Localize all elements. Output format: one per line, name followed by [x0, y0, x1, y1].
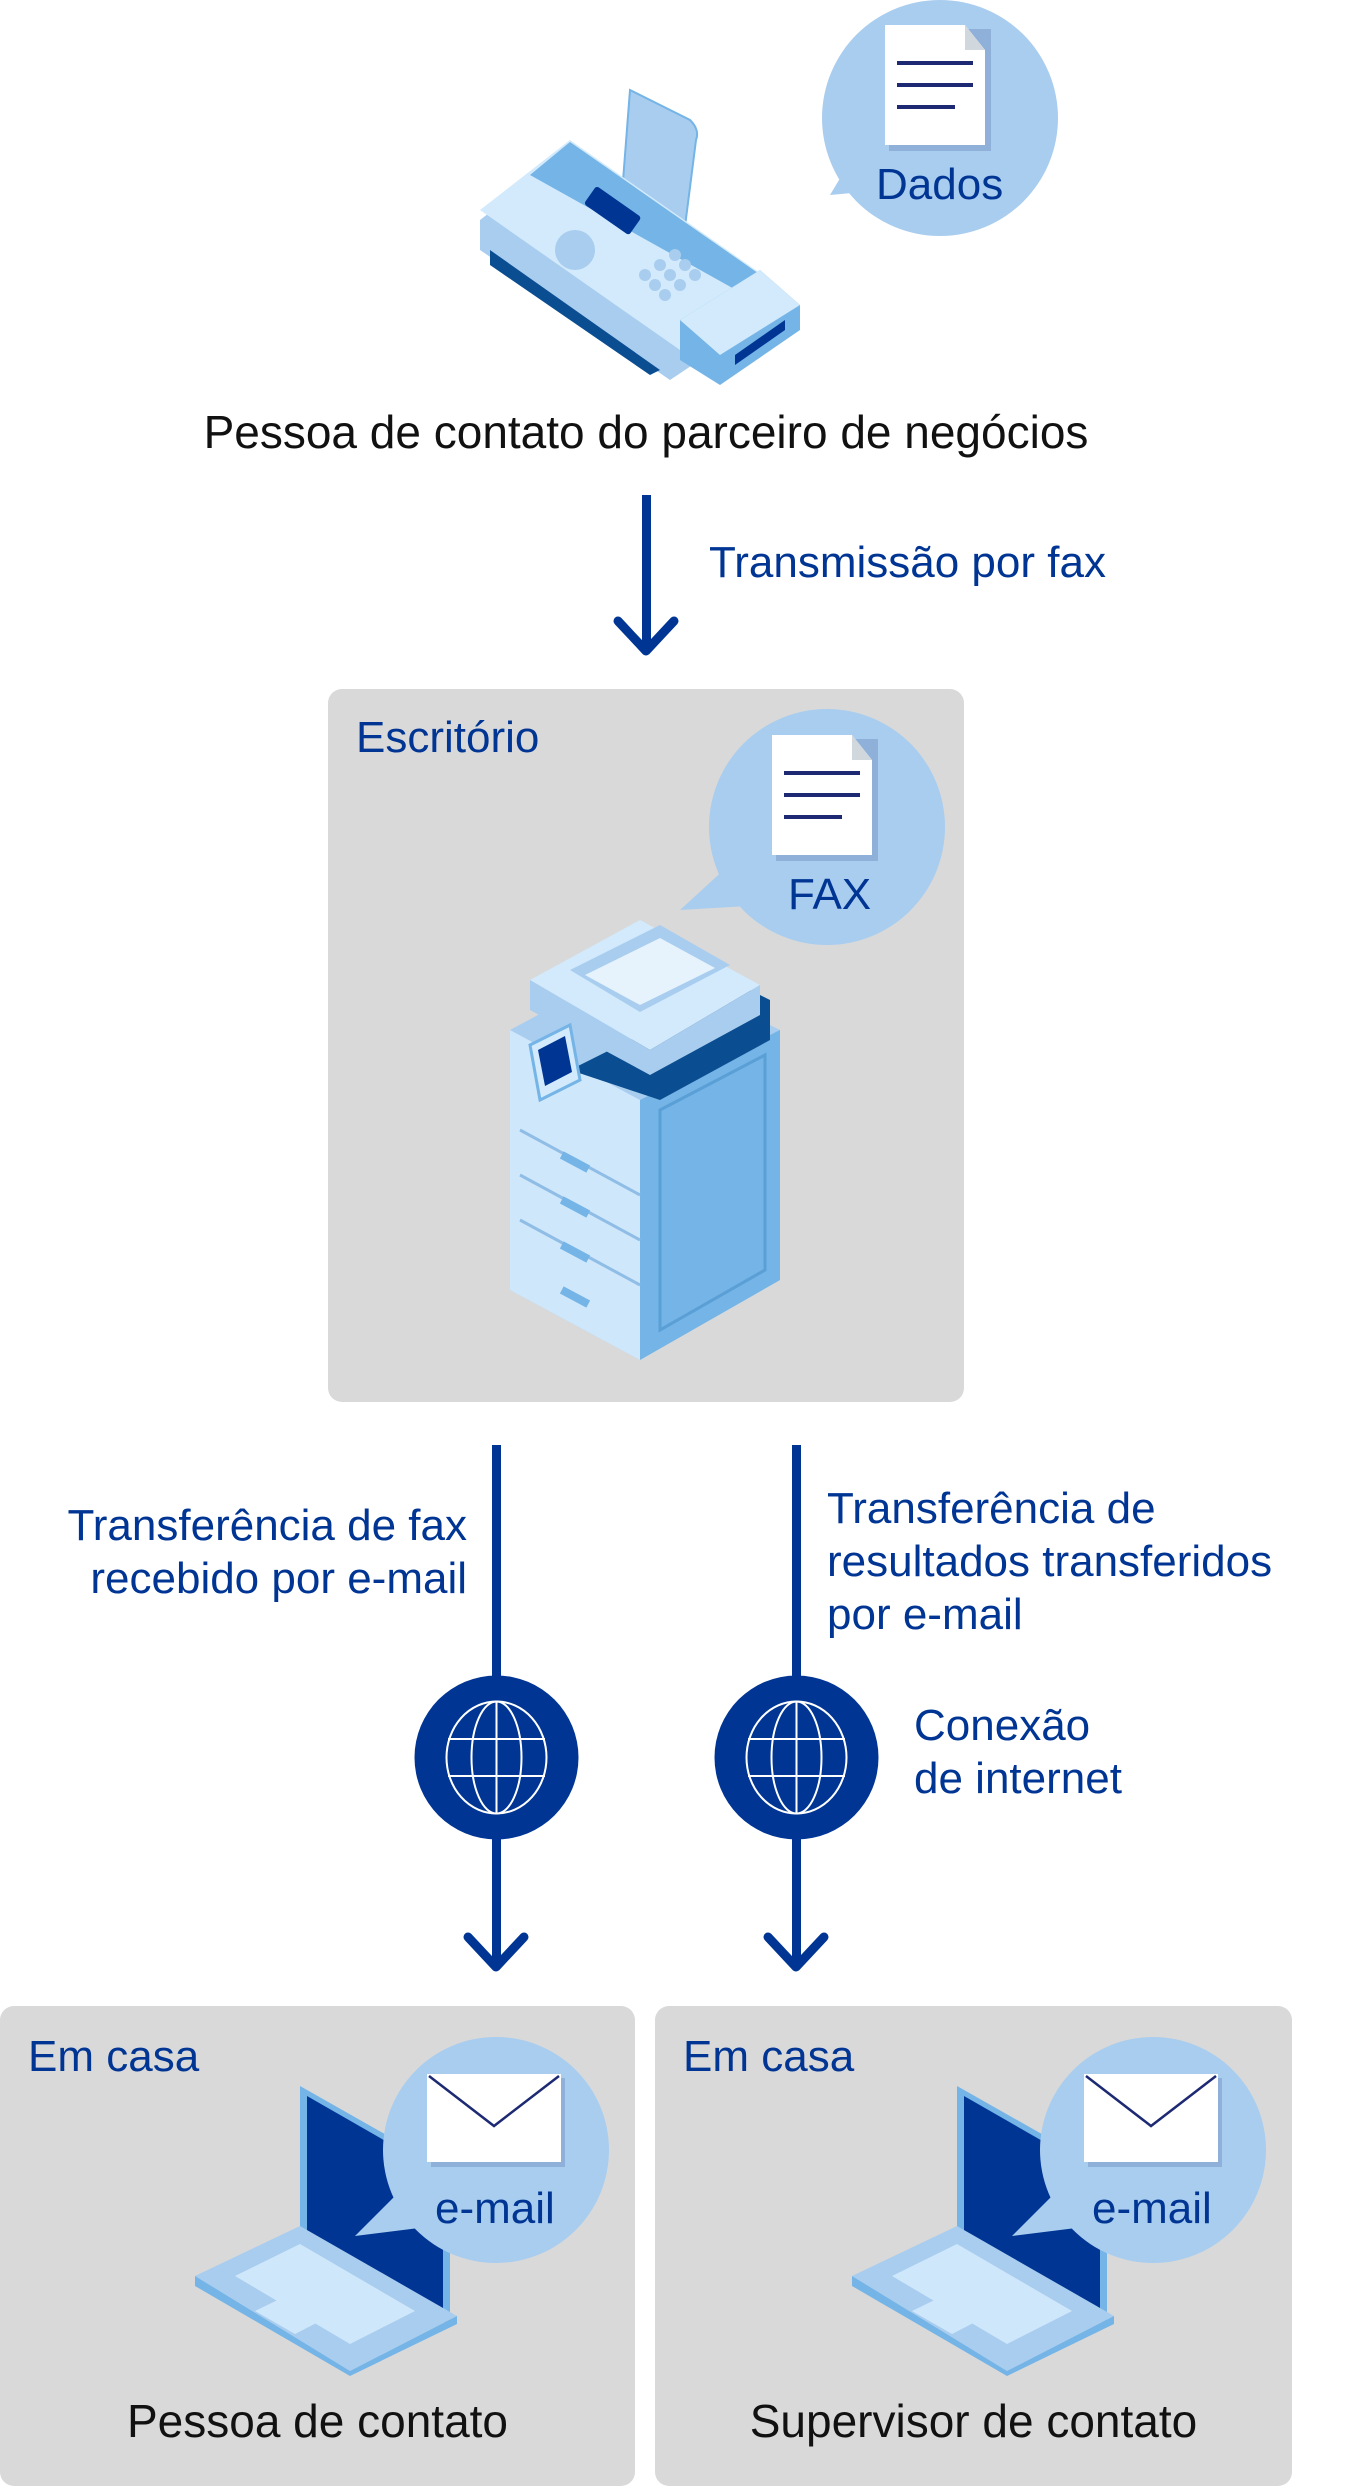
email-bubble-label: e-mail — [435, 2184, 555, 2233]
home-title: Em casa — [28, 2032, 200, 2081]
email-speech-bubble: e-mail — [1012, 2036, 1272, 2276]
document-icon — [885, 25, 991, 151]
document-icon — [772, 735, 878, 861]
globe-icon — [714, 1675, 879, 1840]
home-panel-contact: Em casa e-mail Pessoa de contato — [0, 2006, 635, 2486]
fax-bubble-label: FAX — [788, 870, 872, 919]
left-transfer-label: Transferência de fax recebido por e-mail — [68, 1500, 467, 1606]
data-bubble-label: Dados — [876, 160, 1004, 209]
label-line: Transferência de fax — [67, 1501, 467, 1550]
laptop-illustration — [195, 2086, 457, 2376]
fax-speech-bubble: FAX — [670, 705, 950, 950]
home-caption: Supervisor de contato — [749, 2395, 1198, 2447]
label-line: Transferência de — [827, 1484, 1156, 1533]
partner-caption: Pessoa de contato do parceiro de negócio… — [203, 406, 1089, 458]
globe-icon — [414, 1675, 579, 1840]
fax-machine-illustration — [480, 88, 800, 385]
label-line: recebido por e-mail — [90, 1553, 467, 1603]
label-line: de internet — [914, 1753, 1122, 1803]
email-speech-bubble: e-mail — [355, 2036, 615, 2276]
label-line: Conexão — [914, 1701, 1091, 1750]
data-speech-bubble: Dados — [790, 0, 1070, 240]
right-transfer-label: Transferência de resultados transferidos… — [827, 1483, 1272, 1641]
fax-transmission-label: Transmissão por fax — [709, 538, 1106, 587]
label-line: resultados transferidos — [827, 1536, 1273, 1586]
home-panel-supervisor: Em casa e-mail Supervisor de contato — [655, 2006, 1292, 2486]
internet-connection-label: Conexão de internet — [914, 1700, 1122, 1806]
label-line: por e-mail — [827, 1589, 1023, 1639]
fax-transmission-arrow — [613, 495, 679, 656]
email-bubble-label: e-mail — [1092, 2184, 1212, 2233]
multifunction-copier-illustration — [510, 920, 780, 1360]
office-title: Escritório — [356, 713, 540, 762]
envelope-icon — [427, 2074, 565, 2167]
envelope-icon — [1084, 2074, 1222, 2167]
home-caption: Pessoa de contato — [126, 2395, 509, 2447]
home-title: Em casa — [683, 2032, 855, 2081]
laptop-illustration — [852, 2086, 1114, 2376]
